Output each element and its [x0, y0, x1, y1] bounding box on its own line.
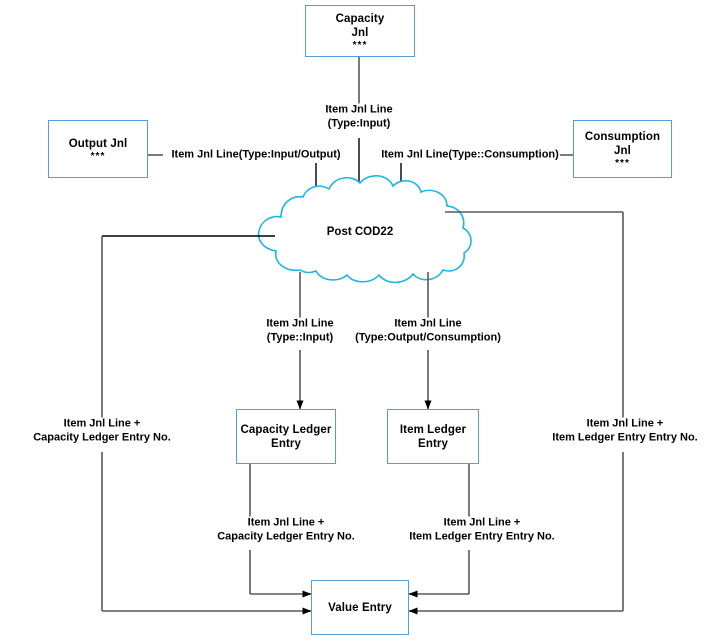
consumption-jnl-stars: ***	[615, 157, 630, 169]
post-cod22-cloud-label[interactable]: Post COD22	[326, 226, 394, 238]
item-ledger-entry-label-1: Item Ledger	[399, 423, 467, 436]
edge-label-item-jnl-line-type-input-lower: Item Jnl Line (Type::Input)	[265, 317, 335, 345]
output-jnl-label-1: Output Jnl	[68, 137, 128, 150]
capacity-ledger-entry-label-1: Capacity Ledger	[240, 423, 332, 436]
value-entry-label-1: Value Entry	[328, 601, 392, 614]
item-ledger-entry-node[interactable]: Item Ledger Entry	[387, 409, 479, 464]
edge-label-item-jnl-line-type-input-top: Item Jnl Line (Type:Input)	[324, 103, 394, 131]
consumption-jnl-label-1: Consumption	[584, 130, 661, 143]
consumption-jnl-label-2: Jnl	[614, 144, 631, 157]
capacity-jnl-stars: ***	[352, 39, 368, 51]
capacity-jnl-label-1: Capacity	[335, 12, 385, 25]
output-jnl-stars: ***	[90, 150, 106, 162]
output-jnl-node[interactable]: Output Jnl ***	[48, 120, 148, 178]
edge-label-item-jnl-line-plus-capacity-ledger-entry-no-bottom: Item Jnl Line + Capacity Ledger Entry No…	[216, 516, 356, 544]
edge-label-item-jnl-line-plus-item-ledger-entry-entry-no-bottom: Item Jnl Line + Item Ledger Entry Entry …	[408, 516, 556, 544]
consumption-jnl-node[interactable]: Consumption Jnl ***	[573, 120, 672, 178]
capacity-ledger-entry-label-2: Entry	[271, 437, 301, 450]
edge-label-item-jnl-line-plus-capacity-ledger-entry-no-left: Item Jnl Line + Capacity Ledger Entry No…	[32, 417, 172, 445]
post-cod22-cloud-shape	[257, 175, 472, 284]
edge-label-item-jnl-line-type-output-consumption: Item Jnl Line (Type:Output/Consumption)	[354, 317, 502, 345]
capacity-jnl-node[interactable]: Capacity Jnl ***	[305, 5, 415, 57]
edge-label-item-jnl-line-type-consumption: Item Jnl Line(Type::Consumption)	[380, 148, 560, 162]
edge-label-item-jnl-line-plus-item-ledger-entry-entry-no-right: Item Jnl Line + Item Ledger Entry Entry …	[551, 417, 699, 445]
value-entry-node[interactable]: Value Entry	[311, 580, 409, 635]
edge-label-item-jnl-line-type-input-output: Item Jnl Line(Type:Input/Output)	[170, 148, 342, 162]
item-ledger-entry-label-2: Entry	[418, 437, 448, 450]
capacity-jnl-label-2: Jnl	[351, 26, 369, 39]
capacity-ledger-entry-node[interactable]: Capacity Ledger Entry	[236, 409, 336, 464]
